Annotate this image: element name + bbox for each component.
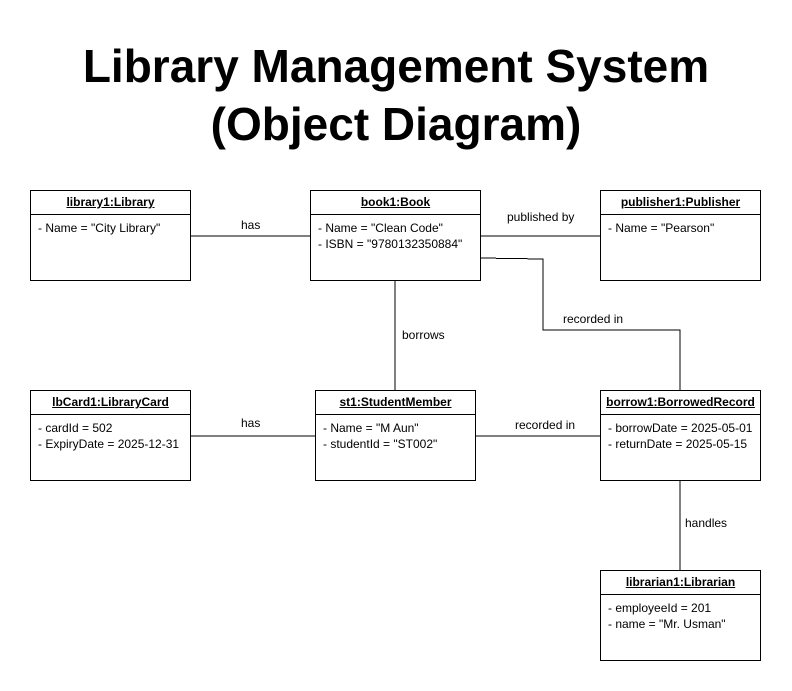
attribute-name: - Name = "Pearson"	[608, 221, 715, 235]
attribute-name: - Name = "Clean Code"	[318, 221, 443, 235]
attribute-list: - employeeId = 201 - name = "Mr. Usman"	[601, 595, 760, 632]
attribute-list: - Name = "M Aun" - studentId = "ST002"	[316, 415, 475, 452]
attribute-cardid: - cardId = 502	[38, 421, 113, 435]
object-name: lbCard1:LibraryCard	[31, 391, 190, 415]
object-borrowedrecord: borrow1:BorrowedRecord - borrowDate = 20…	[600, 390, 761, 481]
object-librarian: librarian1:Librarian - employeeId = 201 …	[600, 570, 761, 661]
attribute-list: - borrowDate = 2025-05-01 - returnDate =…	[601, 415, 760, 452]
object-name: publisher1:Publisher	[601, 191, 760, 215]
object-name: st1:StudentMember	[316, 391, 475, 415]
attribute-returndate: - returnDate = 2025-05-15	[608, 437, 748, 451]
link-label-book-student: borrows	[402, 328, 445, 342]
object-name: book1:Book	[311, 191, 480, 215]
object-library: library1:Library - Name = "City Library"	[30, 190, 191, 281]
object-name: library1:Library	[31, 191, 190, 215]
link-book-borrowed	[479, 257, 681, 390]
object-book: book1:Book - Name = "Clean Code" - ISBN …	[310, 190, 481, 281]
attribute-expirydate: - ExpiryDate = 2025-12-31	[38, 437, 180, 451]
attribute-list: - Name = "City Library"	[31, 215, 190, 236]
link-label-library-book: has	[241, 218, 261, 232]
attribute-studentid: - studentId = "ST002"	[323, 437, 438, 451]
object-publisher: publisher1:Publisher - Name = "Pearson"	[600, 190, 761, 281]
attribute-borrowdate: - borrowDate = 2025-05-01	[608, 421, 753, 435]
attribute-list: - Name = "Clean Code" - ISBN = "97801323…	[311, 215, 480, 252]
attribute-name: - Name = "M Aun"	[323, 421, 419, 435]
link-label-student-borrowed: recorded in	[515, 418, 576, 432]
attribute-isbn: - ISBN = "9780132350884"	[318, 237, 463, 251]
attribute-list: - cardId = 502 - ExpiryDate = 2025-12-31	[31, 415, 190, 452]
object-name: borrow1:BorrowedRecord	[601, 391, 760, 415]
link-label-card-student: has	[241, 416, 261, 430]
link-label-borrowed-librarian: handles	[685, 516, 728, 530]
attribute-name: - Name = "City Library"	[38, 221, 161, 235]
attribute-list: - Name = "Pearson"	[601, 215, 760, 236]
object-studentmember: st1:StudentMember - Name = "M Aun" - stu…	[315, 390, 476, 481]
attribute-employeeid: - employeeId = 201	[608, 601, 712, 615]
diagram-title: Library Management System	[82, 40, 710, 92]
object-name: librarian1:Librarian	[601, 571, 760, 595]
attribute-name: - name = "Mr. Usman"	[608, 617, 726, 631]
diagram-subtitle: (Object Diagram)	[210, 98, 582, 150]
link-label-book-publisher: published by	[507, 210, 575, 224]
object-librarycard: lbCard1:LibraryCard - cardId = 502 - Exp…	[30, 390, 191, 481]
link-label-book-borrowed: recorded in	[563, 312, 624, 326]
